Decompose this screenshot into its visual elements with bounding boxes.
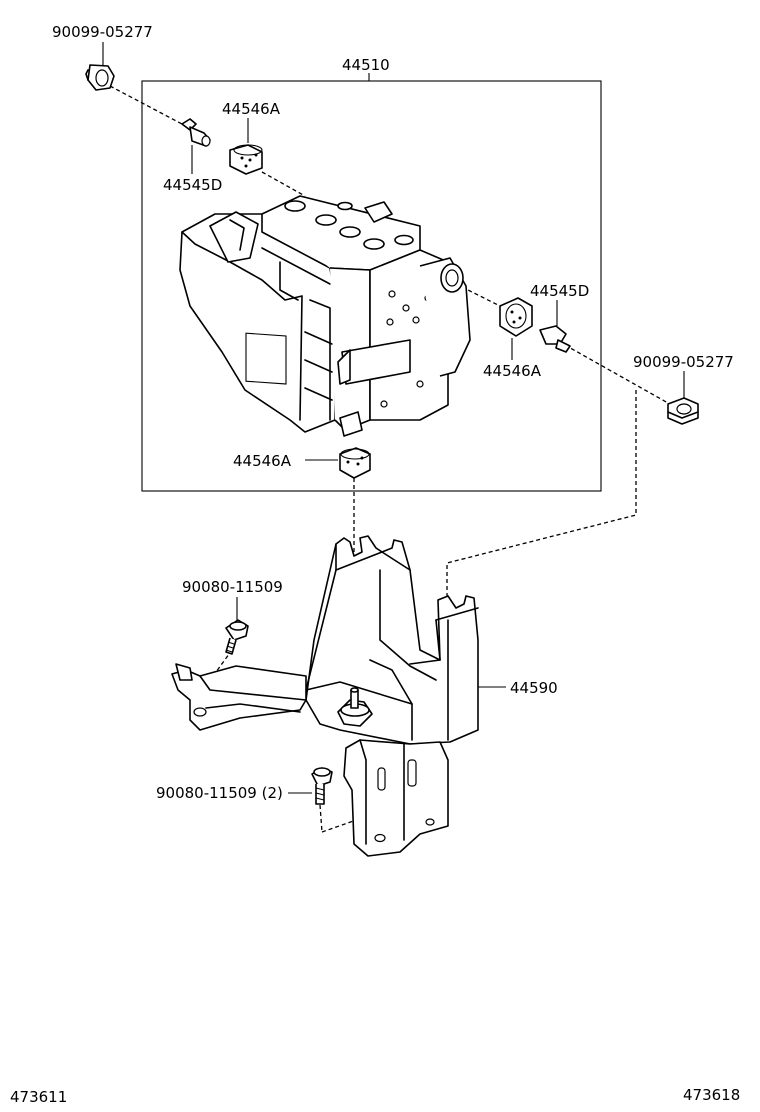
cushion-right-icon [499, 297, 533, 337]
bolt-right-icon [539, 325, 571, 353]
nut-top-left-icon [85, 64, 115, 91]
label-bolt-right: 44545D [530, 282, 589, 300]
label-bolt-bracket-lower: 90080-11509 (2) [156, 784, 283, 802]
label-bolt-left: 44545D [163, 176, 222, 194]
label-cushion-bottom: 44546A [233, 452, 292, 470]
bolt-left-icon [181, 118, 211, 147]
bracket-icon [171, 535, 479, 857]
cushion-top-icon [229, 144, 263, 175]
footer-left-code: 473611 [10, 1088, 67, 1106]
cushion-bottom-icon [339, 447, 371, 479]
label-nut-right: 90099-05277 [633, 353, 734, 371]
label-cushion-top: 44546A [222, 100, 281, 118]
footer-right-code: 473618 [683, 1086, 740, 1104]
nut-right-icon [667, 397, 699, 425]
label-actuator-assy: 44510 [342, 56, 390, 74]
bolt-bracket-lower-icon [311, 767, 333, 805]
label-cushion-right: 44546A [483, 362, 542, 380]
label-nut-top-left: 90099-05277 [52, 23, 153, 41]
label-bracket: 44590 [510, 679, 558, 697]
leader-lines [102, 42, 685, 794]
abs-actuator-icon [179, 195, 471, 437]
assembly-frame [141, 80, 602, 492]
label-bolt-bracket: 90080-11509 [182, 578, 283, 596]
bolt-bracket-icon [225, 619, 249, 655]
